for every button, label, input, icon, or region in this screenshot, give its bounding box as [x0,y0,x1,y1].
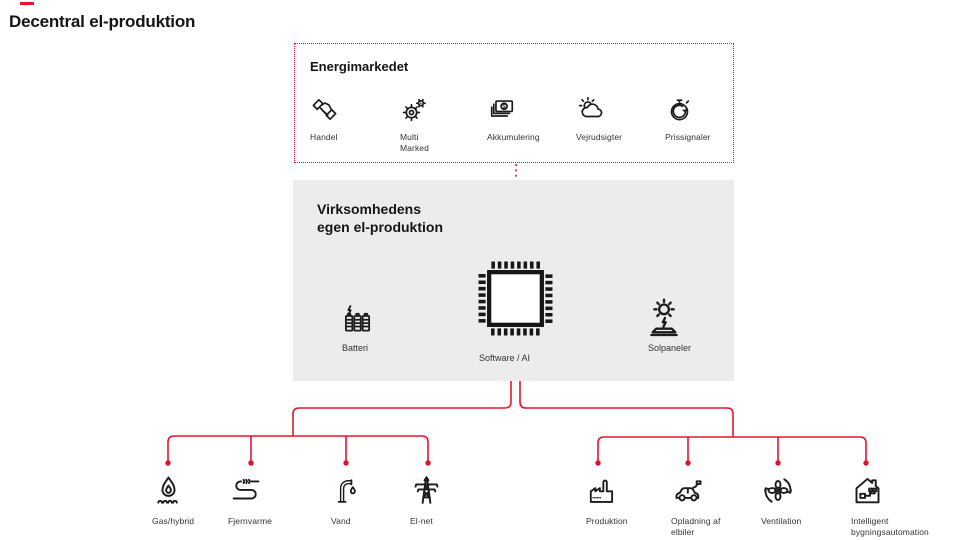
output-gas-hybrid: Gas/hybrid [152,472,194,527]
output-label: Produktion [586,516,628,526]
red-accent-dash [20,2,34,5]
output-bygningsautomation: Intelligent bygningsautomation [851,472,960,538]
market-item-akkumulering: $ Akkumulering [487,94,540,143]
water-tap-icon [331,472,362,508]
ev-charging-icon [671,472,705,508]
market-item-label: Akkumulering [487,132,540,142]
output-label: Ventilation [761,516,802,526]
left-bus-line [167,435,429,461]
factory-icon [586,472,618,508]
fan-icon [761,472,795,508]
company-title-line1: Virksomhedens [317,201,422,217]
output-opladning: Opladning af elbiler [671,472,725,538]
cpu-chip-icon [477,260,554,342]
company-title-line2: egen el-produktion [317,219,443,235]
power-pylon-icon [410,472,443,508]
output-label: Opladning af elbiler [671,516,721,538]
multi-market-gears-icon [400,94,429,124]
market-item-prissignaler: Prissignaler [665,94,711,143]
right-bus-line [597,436,867,461]
output-label: Intelligent bygningsautomation [851,516,929,538]
chip-right-branch-line [519,376,734,437]
sun-cloud-icon [576,94,607,124]
market-item-multi-marked: Multi Marked [400,94,446,154]
output-fjernvarme: Fjernvarme [228,472,272,527]
output-label: Vand [331,516,351,526]
output-label: Gas/hybrid [152,516,195,526]
market-item-vejrudsigter: Vejrudsigter [576,94,622,143]
energy-market-box: Energimarkedet [294,43,734,163]
chip-left-branch-line [292,379,512,436]
page-title: Decentral el-produktion [9,12,196,31]
battery-icon [341,304,373,340]
market-item-handel: Handel [310,94,339,143]
software-ai-label: Software / AI [479,353,531,363]
market-item-label: Multi Marked [400,132,429,154]
energy-market-title: Energimarkedet [310,59,409,74]
heating-coil-icon [228,472,264,508]
banknotes-icon: $ [487,94,517,124]
battery-label: Batteri [342,343,369,353]
output-vand: Vand [331,472,362,527]
output-ventilation: Ventilation [761,472,801,527]
handshake-icon [310,94,339,124]
output-label: El-net [410,516,433,526]
flame-icon [152,472,185,508]
output-el-net: El-net [410,472,443,527]
svg-text:$: $ [502,104,506,110]
market-item-label: Prissignaler [665,132,711,142]
solar-panel-icon [644,297,684,342]
smart-building-icon [851,472,884,508]
company-box-title: Virksomhedens egen el-produktion [317,200,443,236]
output-label: Fjernvarme [228,516,272,526]
solar-label: Solpaneler [648,343,692,353]
market-item-label: Handel [310,132,338,142]
stopwatch-icon [665,94,694,124]
output-produktion: Produktion [586,472,628,527]
market-item-label: Vejrudsigter [576,132,623,142]
